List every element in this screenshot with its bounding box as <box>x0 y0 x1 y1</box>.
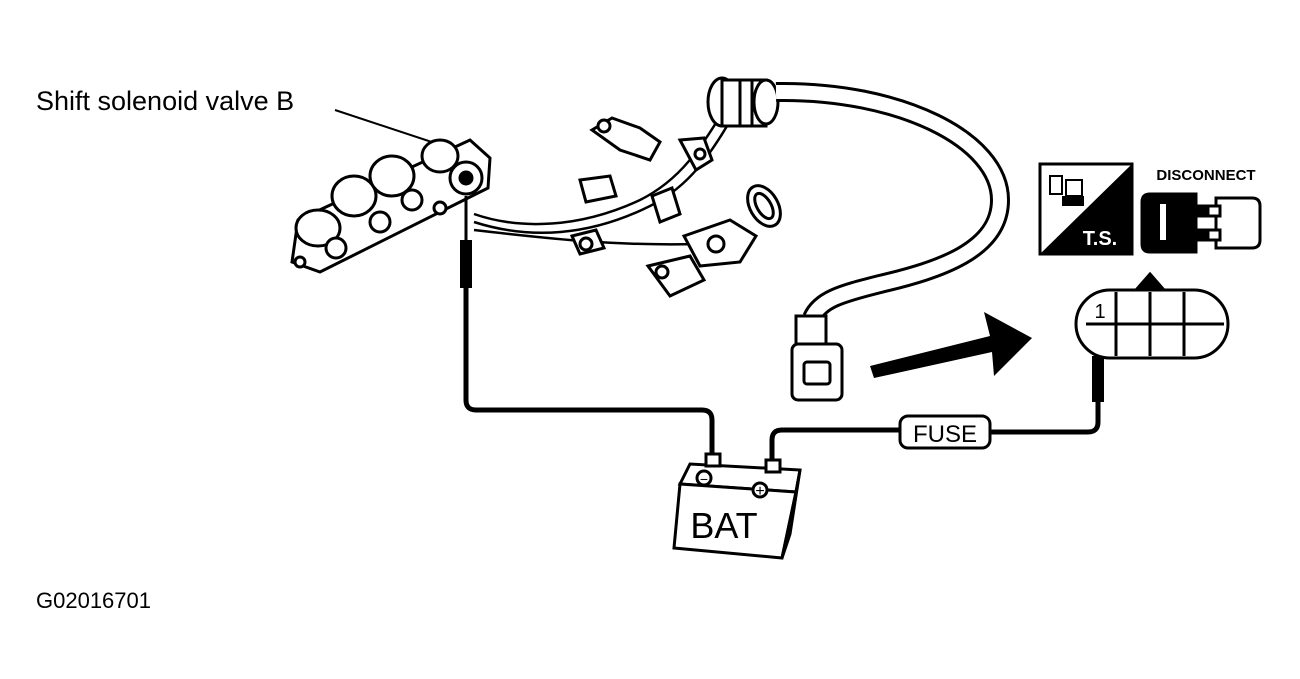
fuse <box>898 414 992 450</box>
probe-negative <box>460 240 472 288</box>
disconnect-label: DISCONNECT <box>1156 167 1255 184</box>
solenoid-2 <box>330 174 378 218</box>
mount-hole-2 <box>432 200 448 216</box>
connector-face-pointer <box>1132 271 1168 292</box>
battery <box>672 452 802 560</box>
connector-latch <box>802 360 832 386</box>
terminal-number: 1 <box>1094 301 1105 323</box>
battery-side <box>780 469 802 559</box>
harness-grommet <box>706 76 780 128</box>
disconnect-icon <box>1140 192 1262 254</box>
positive-marker <box>751 481 769 499</box>
clip-1 <box>578 174 618 204</box>
negative-terminal <box>704 452 722 468</box>
port-2 <box>368 210 392 234</box>
battery-positive-symbol: + <box>755 483 764 500</box>
probe-positive <box>1092 356 1104 402</box>
solenoid-4 <box>420 138 460 174</box>
harness-connector <box>790 314 844 402</box>
solenoid-1 <box>294 208 342 248</box>
solenoid-b-core <box>458 170 474 186</box>
clip-2 <box>650 186 682 224</box>
port-3 <box>400 188 424 212</box>
battery-label: BAT <box>690 505 757 546</box>
direction-arrow <box>870 312 1032 378</box>
fuse-label: FUSE <box>913 421 977 448</box>
solenoid-valve-assembly <box>290 138 492 274</box>
o-ring-inner <box>753 191 775 221</box>
port-1 <box>324 236 348 260</box>
callout-label: Shift solenoid valve B <box>36 86 294 116</box>
figure-id: G02016701 <box>36 588 151 613</box>
mount-hole-1 <box>293 255 307 269</box>
ts-icon <box>1038 162 1134 256</box>
harness-brackets <box>569 116 782 298</box>
negative-marker <box>695 469 713 487</box>
harness-cable <box>775 81 1011 323</box>
battery-negative-symbol: − <box>700 471 708 487</box>
solenoid-3 <box>368 154 416 198</box>
positive-terminal <box>764 458 782 474</box>
connector-boot <box>794 314 828 346</box>
ts-label: T.S. <box>1083 228 1117 250</box>
negative-test-lead <box>460 196 715 460</box>
connector-face-view <box>1074 271 1230 360</box>
